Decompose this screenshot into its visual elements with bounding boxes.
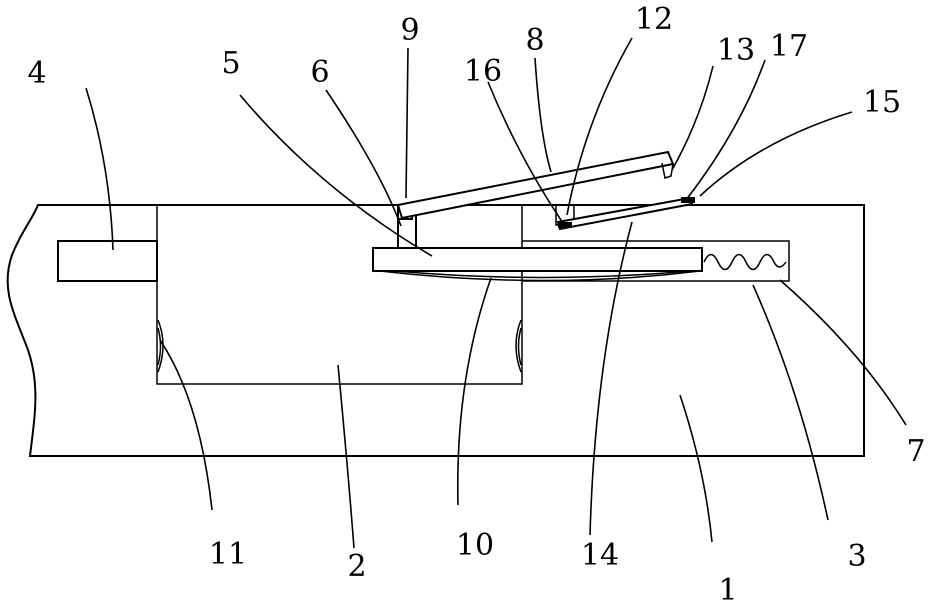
label-14: 14 — [581, 538, 619, 573]
label-13: 13 — [717, 33, 755, 68]
slider-bar — [373, 248, 702, 271]
label-12: 12 — [635, 2, 673, 37]
label-9: 9 — [400, 13, 419, 48]
label-2: 2 — [347, 549, 366, 584]
label-10: 10 — [456, 528, 494, 563]
left-block — [58, 241, 157, 281]
label-4: 4 — [27, 56, 46, 91]
label-16: 16 — [464, 54, 502, 89]
label-8: 8 — [525, 23, 544, 58]
label-3: 3 — [847, 539, 866, 574]
label-17: 17 — [770, 29, 808, 64]
label-15: 15 — [863, 85, 901, 120]
label-11: 11 — [209, 537, 247, 572]
label-7: 7 — [906, 434, 925, 469]
label-1: 1 — [718, 573, 737, 606]
label-5: 5 — [221, 46, 240, 81]
label-6: 6 — [310, 55, 329, 90]
